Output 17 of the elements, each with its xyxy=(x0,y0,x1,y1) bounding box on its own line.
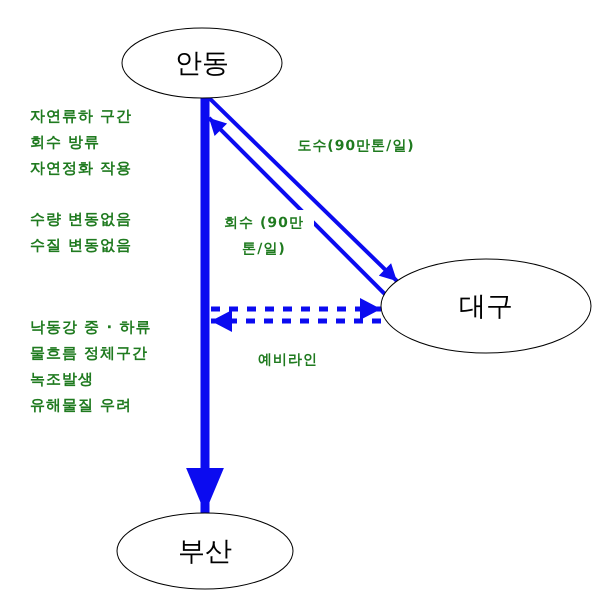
arrow xyxy=(208,116,386,296)
arrow xyxy=(186,98,224,513)
place-name: 대구 xyxy=(459,290,513,324)
note-text: 물흐름 정체구간 xyxy=(30,344,148,363)
note-text: 유해물질 우려 xyxy=(30,396,132,415)
note-text: 자연정화 작용 xyxy=(30,159,132,178)
note-text: 수량 변동없음 xyxy=(30,210,132,229)
note-text: 자연류하 구간 xyxy=(30,107,132,126)
arrow xyxy=(208,96,398,283)
dashed-arrow xyxy=(211,298,381,320)
dashed-arrow xyxy=(211,310,381,332)
note-text: 녹조발생 xyxy=(30,370,94,389)
place-name: 부산 xyxy=(178,535,232,569)
note-text: 수질 변동없음 xyxy=(30,236,132,255)
note-text: 낙동강 중 · 하류 xyxy=(30,318,152,337)
note-text: 회수 방류 xyxy=(30,133,100,152)
place-name: 안동 xyxy=(175,47,229,81)
